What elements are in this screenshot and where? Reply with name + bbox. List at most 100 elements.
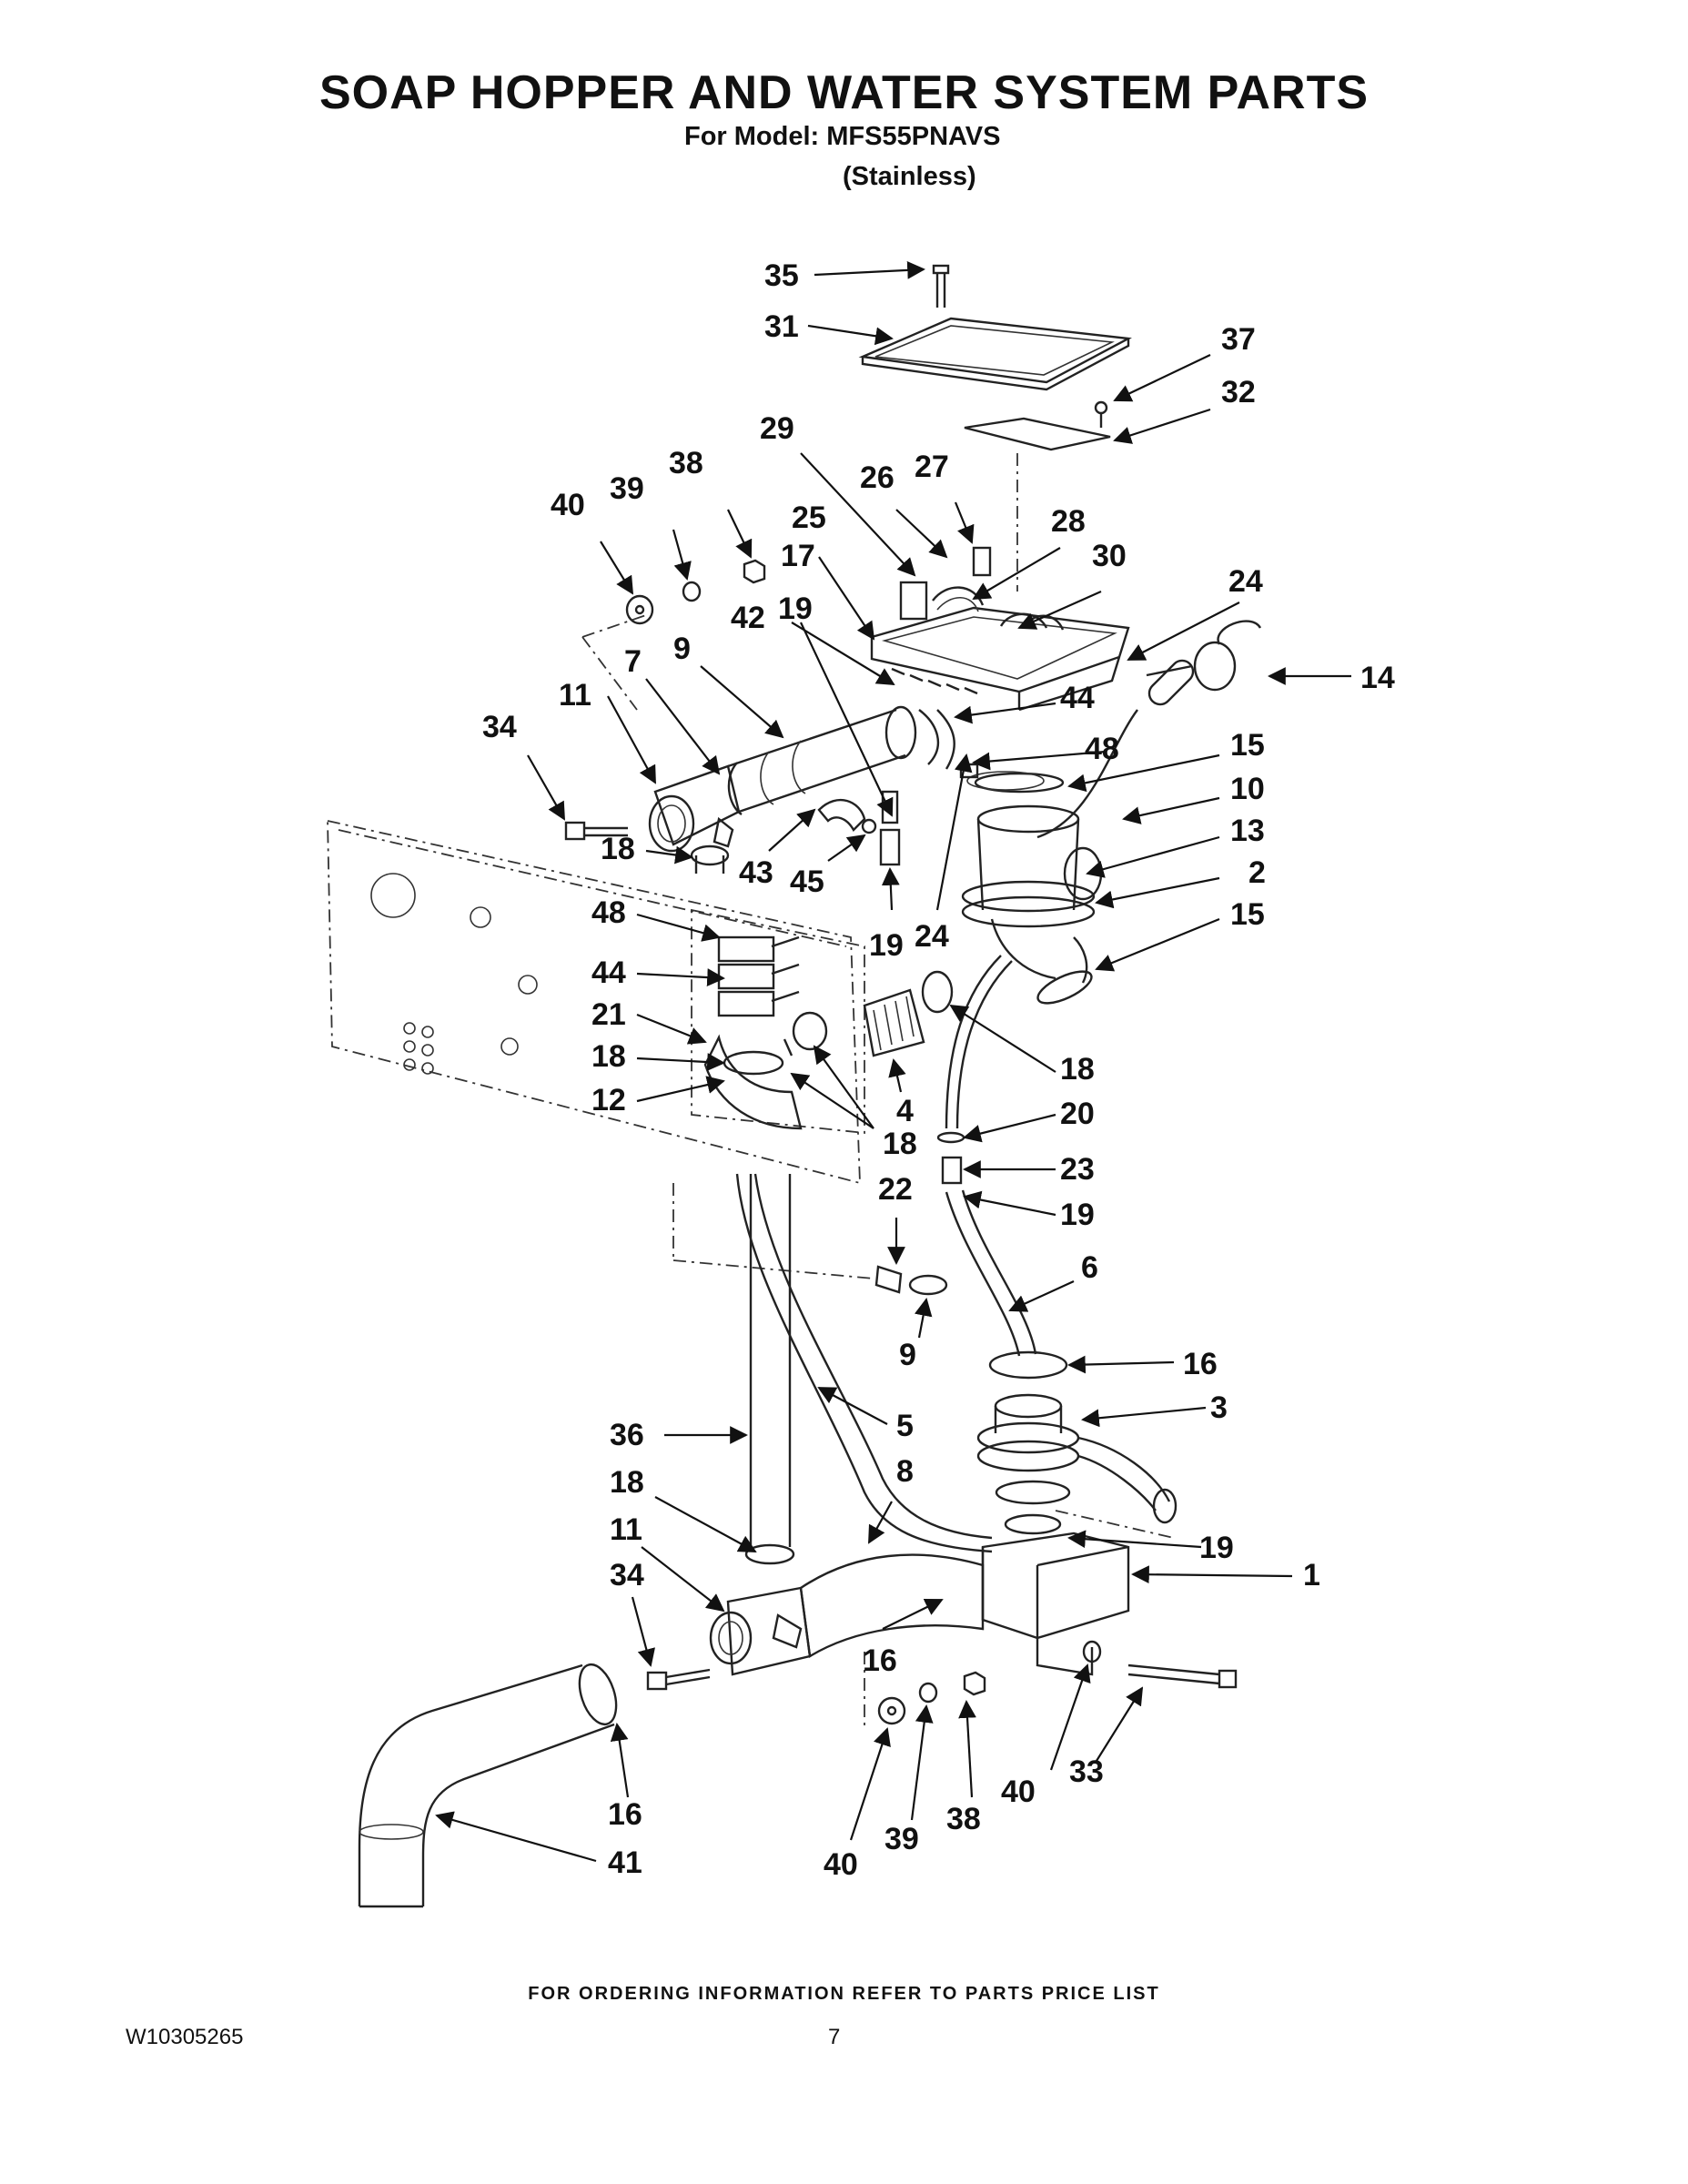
callout-25: 25 <box>792 500 826 535</box>
callout-37: 37 <box>1221 322 1256 357</box>
callout-20: 20 <box>1060 1097 1095 1131</box>
callout-36: 36 <box>610 1418 644 1452</box>
part-18-clamp-left <box>792 1011 828 1051</box>
callout-8: 8 <box>896 1454 914 1489</box>
part-43-elbow-hose <box>817 799 866 832</box>
callout-11: 11 <box>559 678 591 713</box>
callout-18: 18 <box>591 1039 626 1074</box>
callout-43: 43 <box>739 855 773 890</box>
callout-44: 44 <box>591 956 626 990</box>
callout-28: 28 <box>1051 504 1086 539</box>
part-4-bellow <box>863 970 954 1057</box>
leader-lines <box>435 261 1351 1863</box>
callout-23: 23 <box>1060 1152 1095 1187</box>
part-31-lid <box>858 317 1132 391</box>
part-6-hose <box>945 1189 1037 1357</box>
model-line: For Model: MFS55PNAVS <box>684 122 1001 151</box>
callout-12: 12 <box>591 1083 626 1117</box>
callout-16: 16 <box>863 1643 897 1678</box>
callout-35: 35 <box>764 258 799 293</box>
part-34-bolt-top <box>564 821 628 841</box>
part-10-hose <box>945 955 1013 1129</box>
callout-5: 5 <box>896 1409 914 1443</box>
callout-34: 34 <box>482 710 517 744</box>
part-9-pipe <box>727 705 917 815</box>
part-34-bolt-bottom <box>646 1668 711 1691</box>
page-title: SOAP HOPPER AND WATER SYSTEM PARTS <box>318 66 1370 119</box>
callout-18: 18 <box>601 832 635 866</box>
part-23-fitting <box>941 1156 963 1185</box>
part-22-clip <box>874 1265 948 1296</box>
callout-11: 11 <box>610 1512 642 1547</box>
callout-40: 40 <box>1001 1774 1036 1809</box>
callout-17: 17 <box>781 539 815 573</box>
callout-40: 40 <box>551 488 585 522</box>
callout-2: 2 <box>1248 855 1266 890</box>
callout-39: 39 <box>610 471 644 506</box>
callout-38: 38 <box>669 446 703 480</box>
callout-19: 19 <box>869 928 904 963</box>
callout-labels: 35 31 37 32 29 38 39 40 26 27 28 30 25 1… <box>482 258 1395 1882</box>
part-40-39-38-hardware-bottom <box>864 1652 986 1729</box>
callout-21: 21 <box>591 997 626 1032</box>
callout-3: 3 <box>1210 1390 1228 1425</box>
part-41-drain-hose <box>358 1663 618 1908</box>
callout-15: 15 <box>1230 897 1265 932</box>
callout-18: 18 <box>1060 1052 1095 1087</box>
part-20-washer <box>936 1131 965 1144</box>
callout-4: 4 <box>896 1094 914 1128</box>
mounting-panel <box>327 819 865 1185</box>
callout-34: 34 <box>610 1558 644 1592</box>
finish-line: (Stainless) <box>843 162 976 191</box>
callout-13: 13 <box>1230 814 1265 848</box>
callout-14: 14 <box>1360 661 1395 695</box>
part-32-plate <box>964 417 1111 451</box>
part-5-hose <box>735 1173 993 1553</box>
callout-41: 41 <box>608 1845 642 1880</box>
part-18-clamp-mid <box>690 844 730 874</box>
part-11-elbow-bottom <box>709 1553 985 1676</box>
callout-16: 16 <box>608 1797 642 1832</box>
part-16-clamp-pump <box>988 1350 1068 1380</box>
part-35-screw <box>932 264 950 308</box>
part-37-screw <box>1094 400 1108 428</box>
callout-44: 44 <box>1060 681 1095 715</box>
callout-24: 24 <box>915 919 949 954</box>
ordering-note: FOR ORDERING INFORMATION REFER TO PARTS … <box>528 1984 1160 2004</box>
callout-48: 48 <box>1085 732 1119 766</box>
callout-27: 27 <box>915 450 949 484</box>
callout-19: 19 <box>1060 1198 1095 1232</box>
callout-30: 30 <box>1092 539 1127 573</box>
callout-38: 38 <box>946 1802 981 1836</box>
callout-1: 1 <box>1303 1558 1320 1592</box>
callout-45: 45 <box>790 864 824 899</box>
callout-42: 42 <box>731 601 765 635</box>
callout-48: 48 <box>591 895 626 930</box>
part-11-elbow-top <box>648 764 741 853</box>
callout-16: 16 <box>1183 1347 1218 1381</box>
callout-10: 10 <box>1230 772 1265 806</box>
callout-15: 15 <box>1230 728 1265 763</box>
part-1-drain-housing <box>981 1532 1130 1676</box>
callout-40: 40 <box>824 1847 858 1882</box>
callout-9: 9 <box>899 1338 916 1372</box>
callout-22: 22 <box>878 1172 913 1207</box>
document-number: W10305265 <box>126 2025 244 2049</box>
part-3-pump <box>976 1393 1178 1535</box>
callout-39: 39 <box>884 1822 919 1856</box>
callout-6: 6 <box>1081 1250 1098 1285</box>
callout-31: 31 <box>764 309 799 344</box>
callout-18: 18 <box>610 1465 644 1500</box>
callout-19: 19 <box>1199 1531 1234 1565</box>
callout-9: 9 <box>673 632 691 666</box>
page-number: 7 <box>828 2025 841 2049</box>
callout-19: 19 <box>778 592 813 626</box>
callout-33: 33 <box>1069 1754 1104 1789</box>
callout-18: 18 <box>883 1127 917 1161</box>
part-33-bolt <box>1082 1640 1238 1689</box>
callout-32: 32 <box>1221 375 1256 410</box>
callout-26: 26 <box>860 460 895 495</box>
part-45-clip <box>861 818 877 834</box>
part-48-44-valves <box>717 709 955 1017</box>
